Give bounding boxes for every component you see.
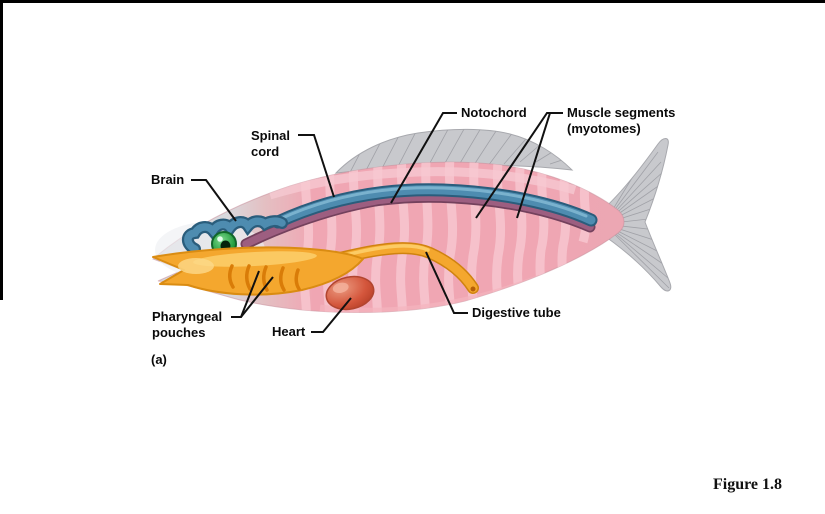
leader-lines <box>191 112 563 333</box>
notochord-structure <box>240 191 596 250</box>
label-muscle-segments: Muscle segments (myotomes) <box>567 105 676 136</box>
label-pharyngeal-pouches: Pharyngeal pouches <box>152 309 223 340</box>
label-spinal-cord: Spinal cord <box>251 128 291 159</box>
heart-structure <box>325 275 375 311</box>
digestive-tube-structure <box>334 242 479 294</box>
pharyngeal-leader-line-2 <box>240 276 274 318</box>
figure-caption: Figure 1.8 <box>712 476 783 493</box>
spinal-cord-structure <box>271 183 598 229</box>
label-notochord: Notochord <box>461 105 527 120</box>
muscle-segments-leader-line-1 <box>475 112 563 219</box>
spinal-cord-leader-line <box>298 134 335 198</box>
label-brain: Brain <box>151 172 185 187</box>
muscle-segments-leader-line-2 <box>516 112 551 219</box>
brain-leader-line <box>191 179 237 222</box>
heart-leader-line <box>311 297 352 333</box>
brain-structure <box>181 215 288 255</box>
label-heart: Heart <box>272 324 306 339</box>
panel-letter: (a) <box>151 352 167 367</box>
scan-border-top <box>0 0 825 3</box>
digestive-tube-leader-line <box>425 251 468 314</box>
scan-border-left <box>0 0 3 300</box>
label-digestive-tube: Digestive tube <box>472 305 561 320</box>
pharyngeal-pouch-slits <box>228 264 301 292</box>
notochord-leader-line <box>390 112 457 204</box>
